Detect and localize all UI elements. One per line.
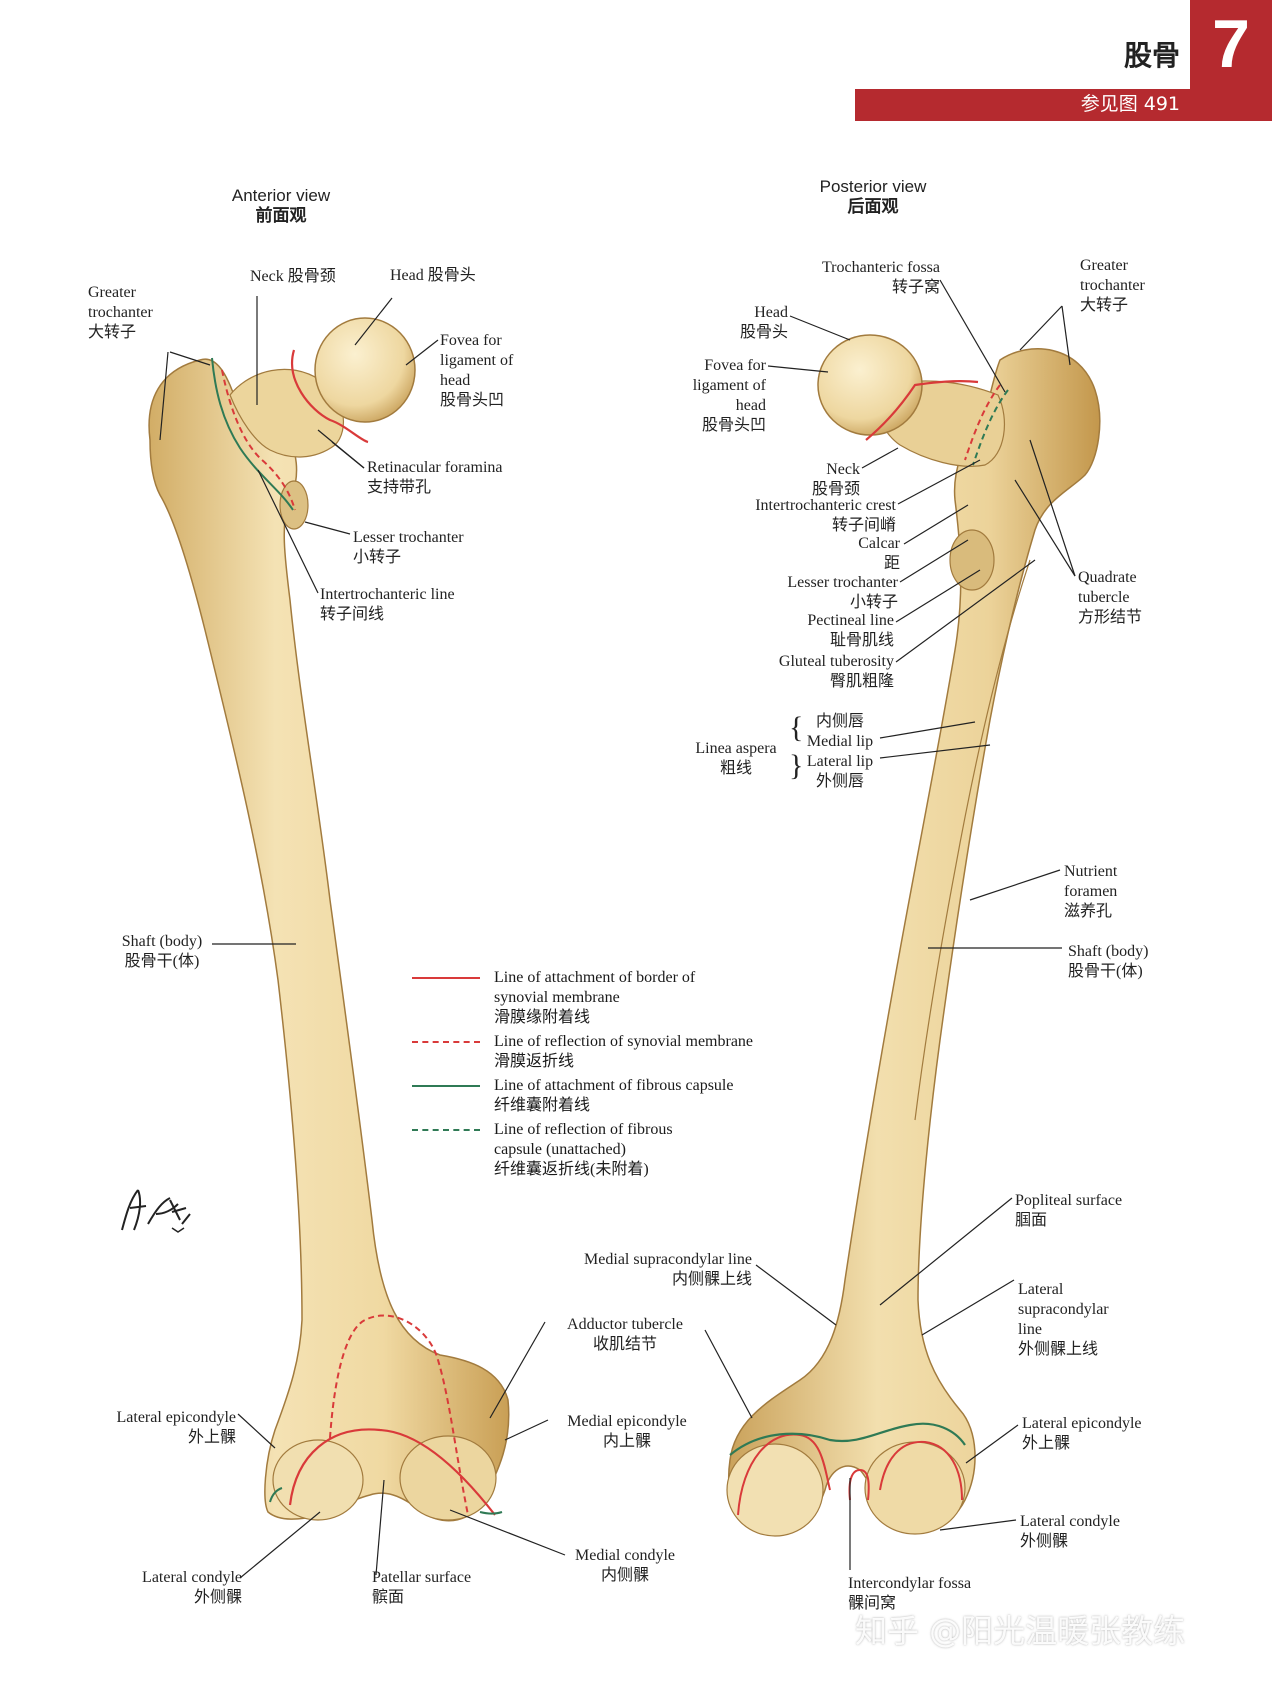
posterior-leader-lines <box>704 279 1076 1570</box>
label-shaft-posterior: Shaft (body) 股骨干(体) <box>1068 943 1149 980</box>
label-medial-supracondylar-line: Medial supracondylar line 内侧髁上线 <box>584 1251 752 1288</box>
label-medial-condyle: Medial condyle 内侧髁 <box>575 1547 675 1584</box>
figure-reference: 参见图 491 <box>1080 93 1180 115</box>
brace-lower: } <box>789 749 804 782</box>
label-intercondylar-fossa: Intercondylar fossa 髁间窝 <box>848 1575 972 1612</box>
anterior-femur <box>148 317 510 1522</box>
label-nutrient-foramen: Nutrient foramen 滋养孔 <box>1064 863 1118 920</box>
legend-swatch <box>412 1041 480 1043</box>
label-pectineal-line: Pectineal line 耻骨肌线 <box>807 612 894 649</box>
brace-upper: { <box>789 711 804 744</box>
label-neck: Neck 股骨颈 <box>250 268 336 285</box>
label-lateral-epicondyle-posterior: Lateral epicondyle 外上髁 <box>1022 1415 1142 1452</box>
label-greater-trochanter-posterior: Greater trochanter 大转子 <box>1080 257 1145 314</box>
label-calcar: Calcar 距 <box>858 535 900 572</box>
label-lateral-condyle-anterior: Lateral condyle 外侧髁 <box>142 1569 242 1606</box>
label-head-posterior: Head 股骨头 <box>739 304 788 341</box>
chapter-number: 7 <box>1212 6 1250 82</box>
label-patellar-surface: Patellar surface 髌面 <box>372 1569 472 1606</box>
label-lesser-trochanter: Lesser trochanter 小转子 <box>353 529 464 566</box>
label-retinacular-foramina: Retinacular foramina 支持带孔 <box>367 459 503 496</box>
label-shaft-anterior: Shaft (body) 股骨干(体) <box>121 933 203 970</box>
label-lateral-condyle-posterior: Lateral condyle 外侧髁 <box>1020 1513 1120 1550</box>
netter-signature <box>121 1189 191 1233</box>
label-medial-epicondyle: Medial epicondyle 内上髁 <box>567 1413 687 1450</box>
page-title: 股骨 <box>1123 39 1180 72</box>
label-lateral-lip: Lateral lip 外侧唇 <box>806 753 874 790</box>
posterior-femur <box>726 334 1101 1537</box>
legend-item-synovial-attachment: Line of attachment of border of synovial… <box>412 968 832 1028</box>
legend-swatch <box>412 1129 480 1131</box>
label-greater-trochanter: Greater trochanter 大转子 <box>88 284 153 341</box>
label-quadrate-tubercle: Quadrate tubercle 方形结节 <box>1078 569 1143 626</box>
label-popliteal-surface: Popliteal surface 腘面 <box>1015 1192 1123 1229</box>
anterior-view-title: Anterior view 前面观 <box>231 186 331 225</box>
label-linea-aspera: Linea aspera 粗线 <box>695 740 777 777</box>
label-gluteal-tuberosity: Gluteal tuberosity 臀肌粗隆 <box>778 653 894 690</box>
label-head: Head 股骨头 <box>390 267 476 284</box>
label-adductor-tubercle: Adductor tubercle 收肌结节 <box>567 1316 683 1353</box>
label-fovea-posterior: Fovea for ligament of head 股骨头凹 <box>692 357 766 434</box>
posterior-view-title: Posterior view 后面观 <box>819 177 927 216</box>
label-intertrochanteric-line: Intertrochanteric line 转子间线 <box>320 586 455 623</box>
label-lateral-epicondyle-anterior: Lateral epicondyle 外上髁 <box>116 1409 237 1446</box>
chapter-tab <box>1190 0 1272 105</box>
label-intertrochanteric-crest: Intertrochanteric crest 转子间嵴 <box>755 497 896 534</box>
watermark: 知乎 @阳光温暖张教练 <box>855 1612 1186 1650</box>
label-lesser-trochanter-posterior: Lesser trochanter 小转子 <box>787 574 898 611</box>
legend: Line of attachment of border of synovial… <box>412 968 832 1184</box>
label-medial-lip: 内侧唇 Medial lip <box>806 713 874 750</box>
legend-item-synovial-reflection: Line of reflection of synovial membrane … <box>412 1032 832 1072</box>
legend-swatch <box>412 977 480 979</box>
header-bar <box>855 89 1272 121</box>
label-neck-posterior: Neck 股骨颈 <box>811 461 860 498</box>
label-trochanteric-fossa: Trochanteric fossa 转子窝 <box>821 259 940 296</box>
label-lateral-supracondylar-line: Lateral supracondylar line 外侧髁上线 <box>1018 1281 1109 1358</box>
legend-swatch <box>412 1085 480 1087</box>
label-fovea: Fovea for ligament of head 股骨头凹 <box>440 332 514 409</box>
legend-item-capsule-reflection: Line of reflection of fibrous capsule (u… <box>412 1120 832 1180</box>
legend-item-capsule-attachment: Line of attachment of fibrous capsule 纤维… <box>412 1076 832 1116</box>
anterior-leader-lines <box>159 296 566 1579</box>
